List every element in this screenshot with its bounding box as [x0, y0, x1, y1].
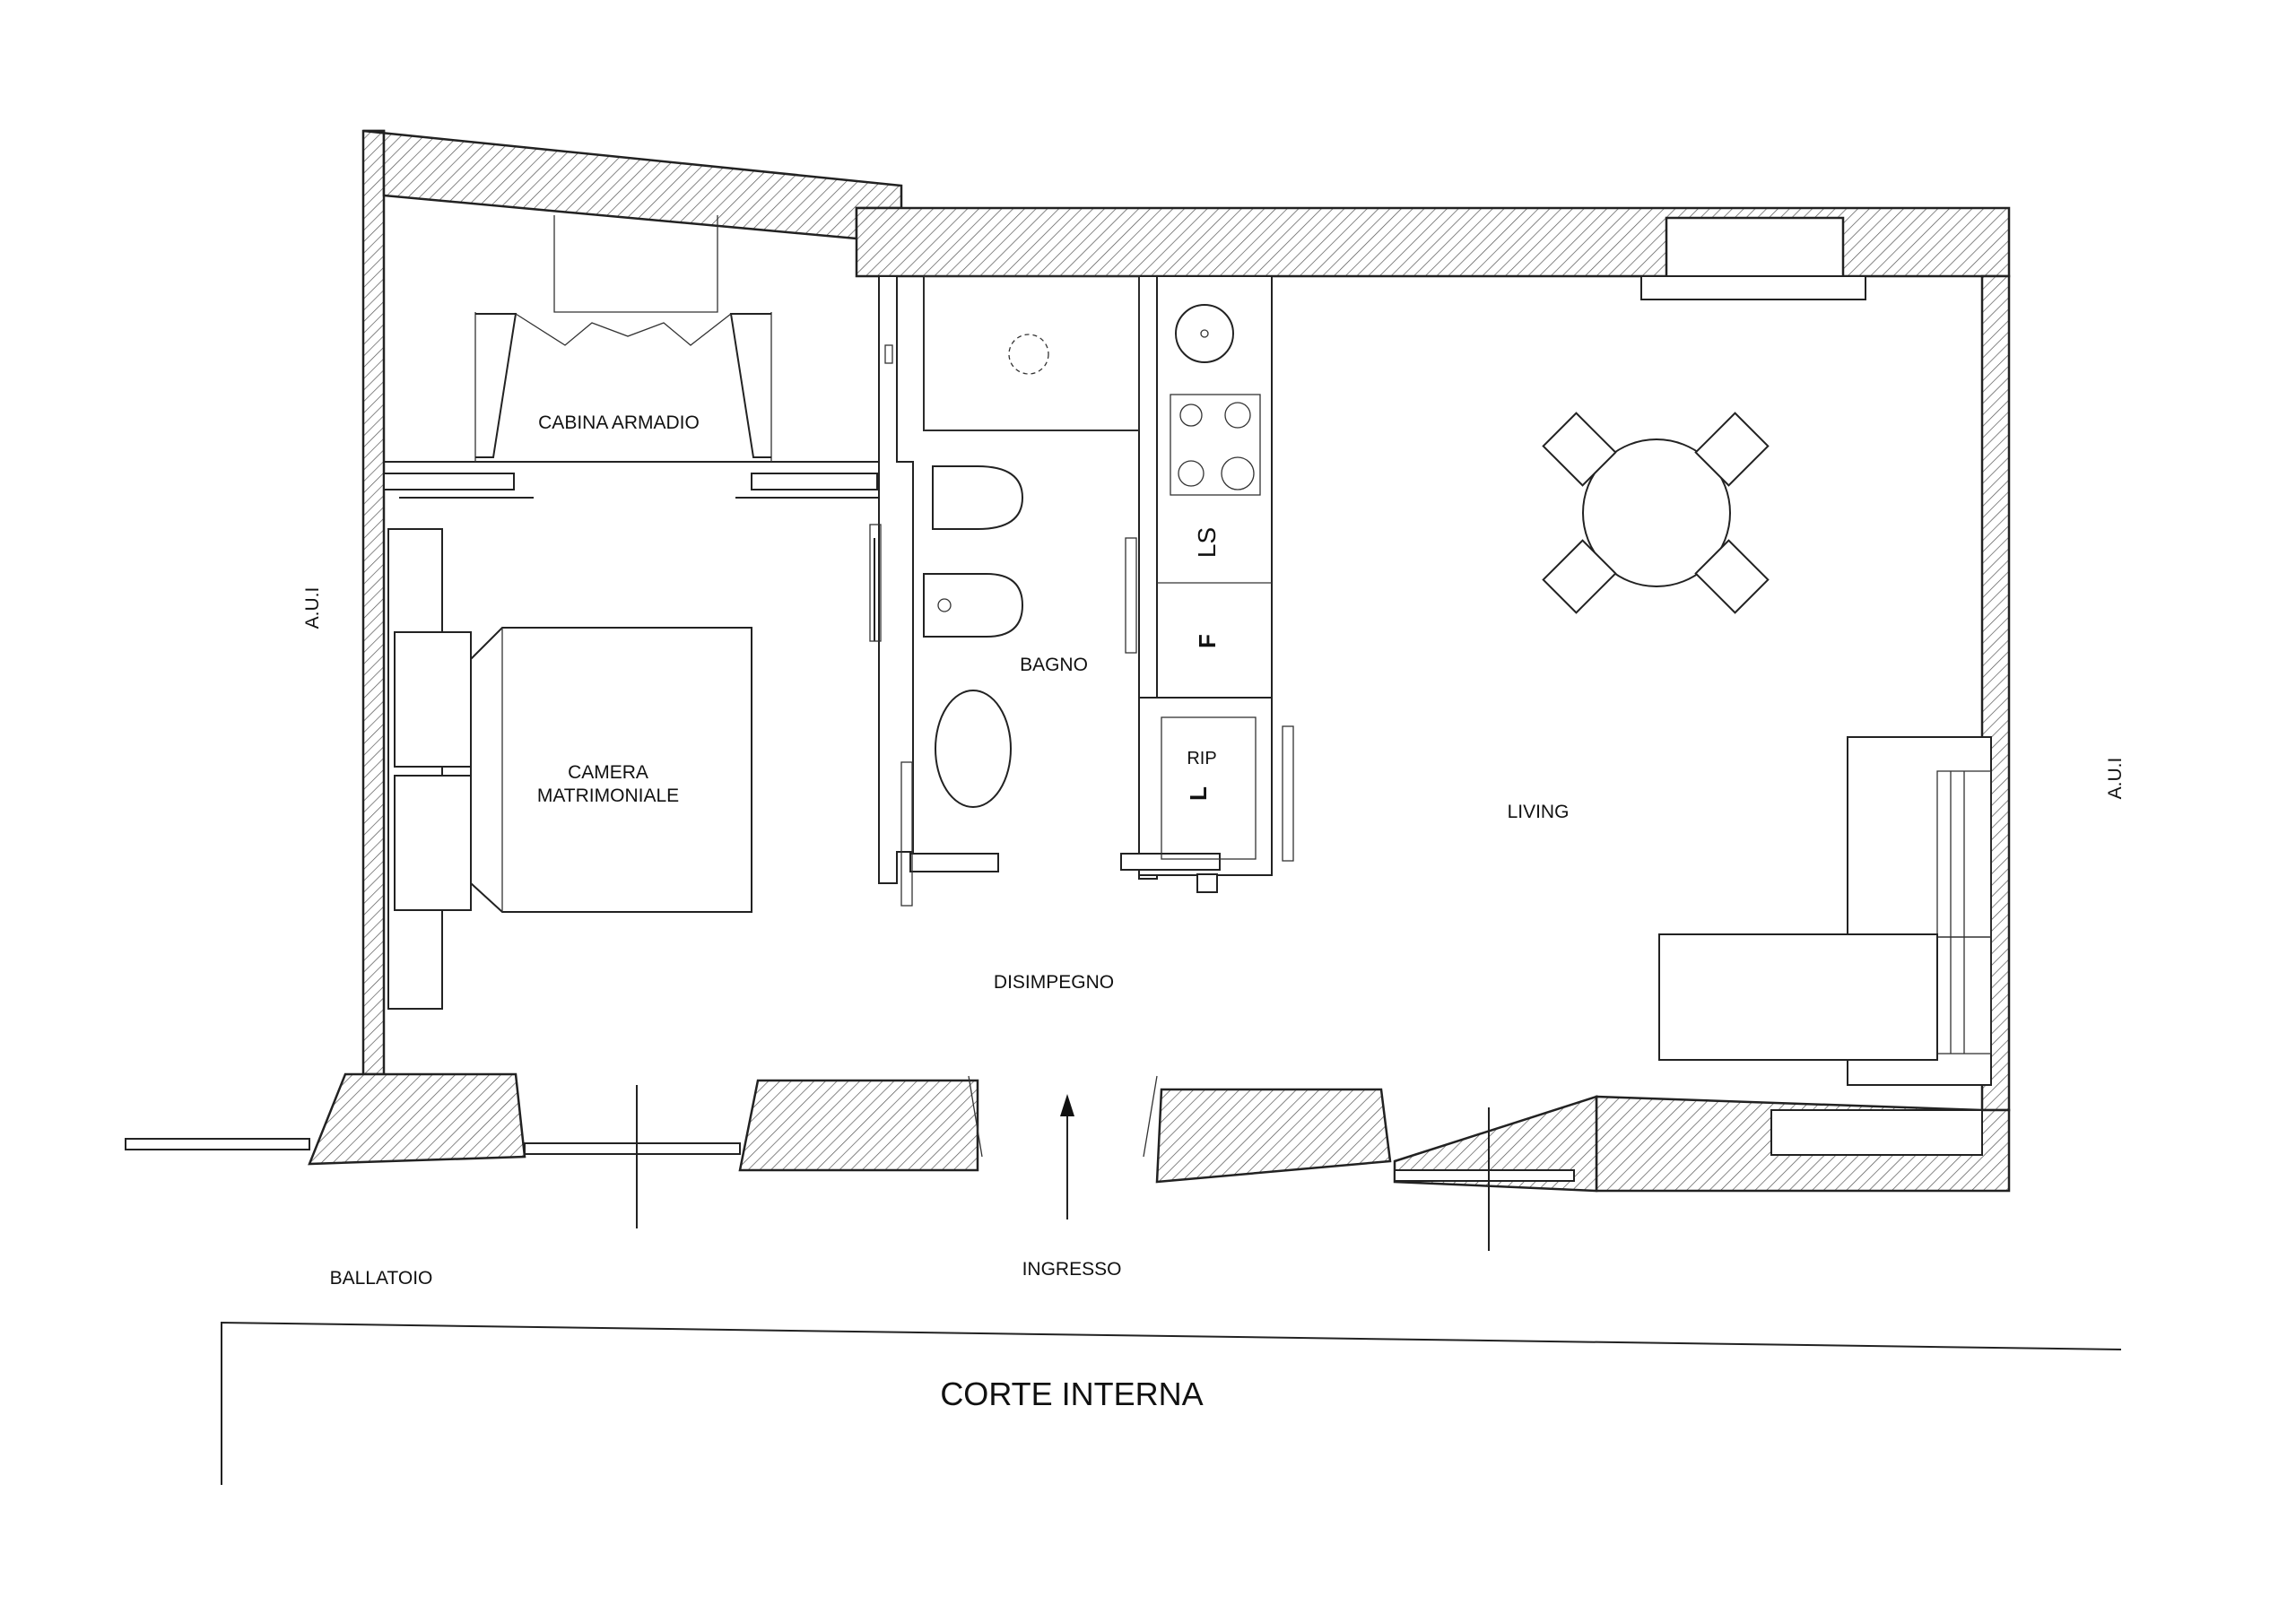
windows: [125, 275, 1983, 1251]
label-aui-left: A.U.I: [302, 587, 323, 629]
wall-left: [361, 129, 386, 1076]
nightstand-top: [394, 631, 472, 768]
wall-top: [855, 206, 2011, 278]
label-disimpegno: DISIMPEGNO: [994, 972, 1114, 993]
courtyard-boundary: [221, 1321, 2122, 1485]
sofa-chaise: [1658, 933, 1938, 1061]
label-f: F: [1194, 634, 1221, 648]
bathroom-fixtures: [884, 334, 1137, 907]
label-corte-interna: CORTE INTERNA: [940, 1376, 1203, 1412]
label-l: L: [1185, 786, 1212, 801]
nightstand-bottom: [394, 775, 472, 911]
wall-top-slanted: [362, 129, 903, 240]
window-top: [1640, 275, 1866, 300]
label-camera-1: CAMERA: [568, 762, 648, 783]
toilet: [932, 465, 1024, 530]
wardrobe: [474, 215, 772, 462]
wardrobe-left: [387, 528, 443, 1010]
label-ingresso: INGRESSO: [1022, 1259, 1122, 1280]
labels: CABINA ARMADIO CAMERA MATRIMONIALE BAGNO…: [302, 412, 2126, 1412]
chair-2: [1694, 412, 1770, 487]
label-aui-right: A.U.I: [2105, 758, 2126, 800]
wall-bottom-3: [1155, 1088, 1392, 1184]
window-right-bottom: [1770, 1109, 1983, 1156]
living-furniture: [1542, 412, 1992, 1086]
label-ballatoio: BALLATOIO: [330, 1268, 433, 1289]
sink-bath: [935, 690, 1012, 808]
chair-4: [1694, 539, 1770, 614]
chair-1: [1542, 412, 1617, 487]
entrance-arrow: [1060, 1094, 1074, 1116]
label-bagno: BAGNO: [1020, 655, 1088, 675]
window-living: [1394, 1169, 1575, 1182]
label-camera-2: MATRIMONIALE: [537, 785, 679, 806]
dining-table: [1582, 438, 1731, 587]
label-living: LIVING: [1508, 802, 1570, 822]
bedroom-furniture: [387, 524, 882, 1010]
label-ls: LS: [1193, 527, 1221, 558]
wall-bottom-2: [738, 1079, 979, 1172]
label-cabina-armadio: CABINA ARMADIO: [538, 412, 700, 433]
kitchen: [1157, 304, 1294, 862]
window-ballatoio: [125, 1138, 310, 1150]
doors: [968, 1075, 1158, 1219]
wall-bottom-1: [308, 1072, 526, 1166]
window-bedroom: [524, 1142, 741, 1155]
kitchen-sink: [1175, 304, 1234, 363]
bidet: [923, 573, 1024, 638]
interior-walls: [383, 197, 1273, 893]
label-rip: RIP: [1187, 749, 1216, 768]
chair-3: [1542, 539, 1617, 614]
